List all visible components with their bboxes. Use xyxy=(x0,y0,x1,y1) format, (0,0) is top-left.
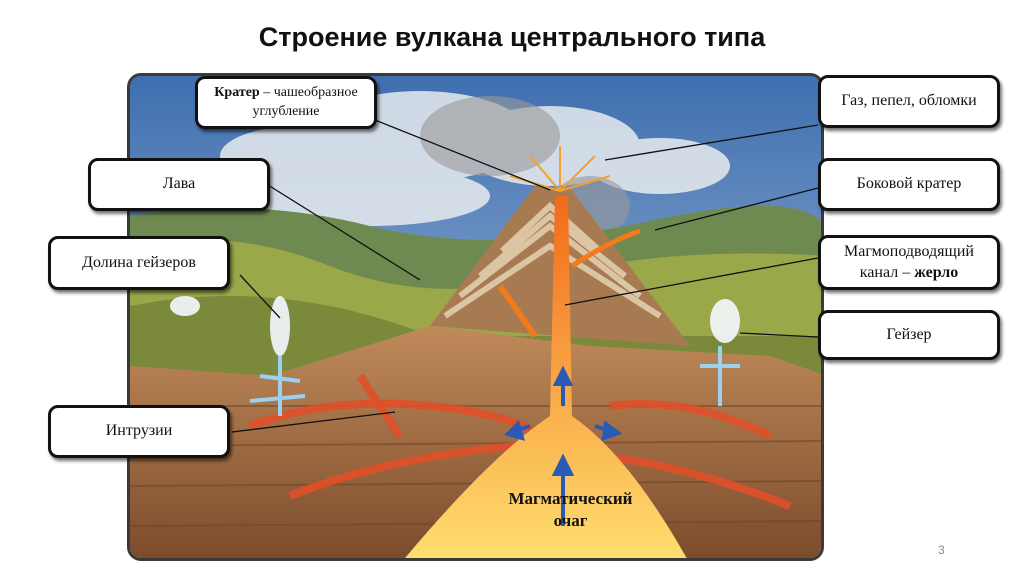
magma-conduit xyxy=(405,196,687,558)
label-side-crater: Боковой кратер xyxy=(818,158,1000,211)
page-number: 3 xyxy=(938,543,945,557)
label-gas-ash: Газ, пепел, обломки xyxy=(818,75,1000,128)
label-geyser-valley: Долина гейзеров xyxy=(48,236,230,290)
label-lava: Лава xyxy=(88,158,270,211)
volcano-illustration xyxy=(127,73,824,561)
label-crater: Кратер – чашеобразное углубление xyxy=(195,76,377,129)
slide-title: Строение вулкана центрального типа xyxy=(258,22,766,52)
label-intrusions: Интрузии xyxy=(48,405,230,458)
label-geyser: Гейзер xyxy=(818,310,1000,360)
magma-flow-arrows xyxy=(504,365,623,526)
